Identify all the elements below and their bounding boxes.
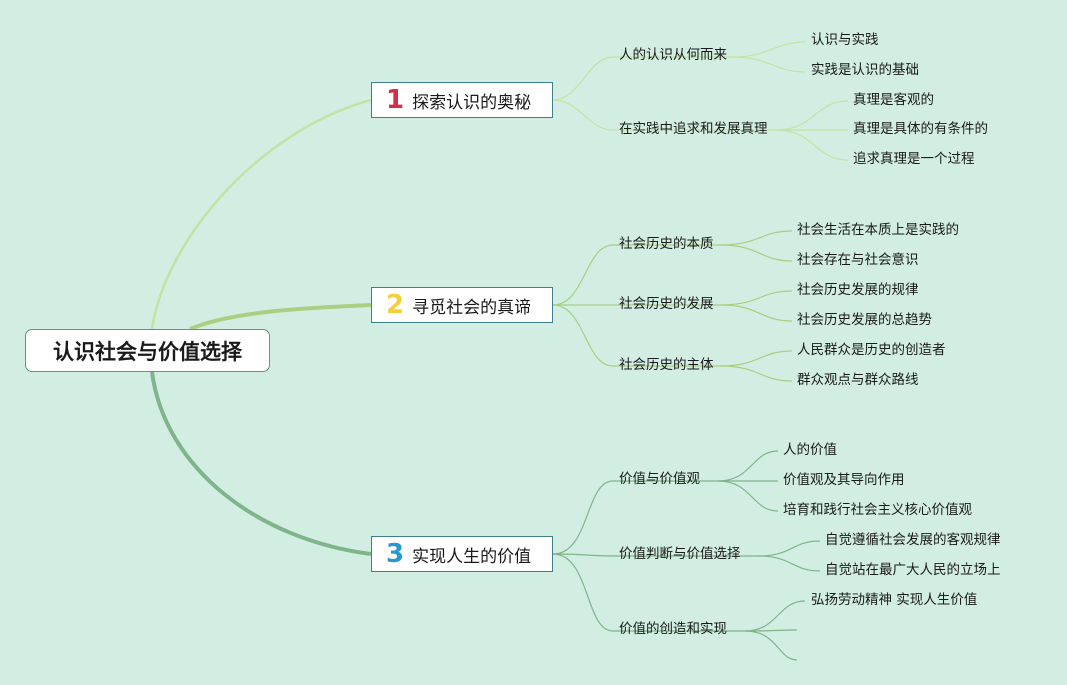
leaf-node[interactable]: 真理是具体的有条件的 (853, 121, 988, 137)
leaf-line-1-1-2 (733, 56, 806, 73)
topic-number-2: 2 (386, 290, 405, 320)
leaf-node[interactable]: 实践是认识的基础 (811, 62, 919, 78)
root-label: 认识社会与价值选择 (53, 339, 242, 364)
subtopic-node[interactable]: 社会历史的本质 (619, 236, 714, 252)
sub-line-1-2 (552, 99, 614, 131)
topic-label-3: 实现人生的价值 (412, 546, 532, 567)
leaf-line-2-1-1 (719, 230, 793, 246)
subtopic-node[interactable]: 社会历史的发展 (619, 296, 714, 312)
leaf-line-3-1-3 (717, 480, 779, 512)
leaf-line-2-3-2 (719, 365, 793, 382)
leaf-line-1-1-1 (733, 41, 806, 58)
leaf-line-3-1-1 (717, 450, 779, 482)
leaf-node[interactable]: 社会历史发展的规律 (797, 282, 919, 298)
subtopic-node[interactable]: 在实践中追求和发展真理 (619, 121, 768, 137)
leaf-node[interactable]: 自觉遵循社会发展的客观规律 (825, 532, 1001, 548)
sub-line-2-3 (552, 304, 614, 367)
topic-node-1[interactable]: 1 探索认识的奥秘 (371, 82, 553, 118)
leaf-node[interactable]: 人民群众是历史的创造者 (797, 342, 946, 358)
subtopic-node[interactable]: 价值与价值观 (619, 471, 700, 487)
branch-line-1 (150, 98, 372, 330)
topic-number-1: 1 (386, 85, 405, 115)
leaf-line-3-3-1 (744, 600, 806, 632)
leaf-line-3-2-1 (758, 540, 821, 557)
leaf-node[interactable]: 人的价值 (783, 442, 837, 458)
leaf-line-1-2-1 (775, 100, 849, 131)
sub-line-2-1 (552, 244, 614, 306)
subtopic-node[interactable]: 价值的创造和实现 (619, 621, 727, 637)
leaf-line-3-3-3 (744, 630, 798, 661)
leaf-node[interactable]: 社会存在与社会意识 (797, 252, 919, 268)
leaf-node[interactable]: 认识与实践 (811, 32, 879, 48)
topic-number-3: 3 (386, 539, 405, 569)
branch-line-2 (189, 303, 372, 331)
leaf-node[interactable]: 真理是客观的 (853, 92, 934, 108)
root-node[interactable]: 认识社会与价值选择 (25, 329, 270, 372)
leaf-line-2-2-2 (719, 304, 793, 322)
leaf-node[interactable]: 追求真理是一个过程 (853, 151, 975, 167)
leaf-node[interactable]: 价值观及其导向作用 (783, 472, 905, 488)
leaf-line-2-1-2 (719, 244, 793, 262)
subtopic-node[interactable]: 人的认识从何而来 (619, 47, 727, 63)
leaf-line-3-2-2 (758, 555, 821, 572)
sub-line-3-2 (552, 553, 614, 557)
leaf-node[interactable]: 培育和践行社会主义核心价值观 (783, 502, 972, 518)
leaf-line-1-2-3 (775, 129, 849, 161)
leaf-node[interactable]: 自觉站在最广大人民的立场上 (825, 562, 1001, 578)
leaf-node[interactable]: 弘扬劳动精神 实现人生价值 (811, 592, 978, 608)
leaf-node[interactable]: 社会生活在本质上是实践的 (797, 222, 959, 238)
topic-node-3[interactable]: 3 实现人生的价值 (371, 536, 553, 572)
topic-node-2[interactable]: 2 寻觅社会的真谛 (371, 287, 553, 323)
subtopic-node[interactable]: 社会历史的主体 (619, 357, 714, 373)
topic-label-2: 寻觅社会的真谛 (412, 297, 532, 318)
leaf-node[interactable]: 社会历史发展的总趋势 (797, 312, 932, 328)
leaf-line-2-3-1 (719, 350, 793, 367)
sub-line-3-1 (552, 480, 614, 555)
topic-label-1: 探索认识的奥秘 (412, 92, 532, 113)
branch-line-3 (150, 371, 372, 556)
leaf-line-2-2-1 (719, 290, 793, 306)
sub-line-1-1 (552, 56, 614, 101)
subtopic-node[interactable]: 价值判断与价值选择 (619, 546, 741, 562)
leaf-node[interactable]: 群众观点与群众路线 (797, 372, 919, 388)
sub-line-3-3 (552, 553, 614, 632)
